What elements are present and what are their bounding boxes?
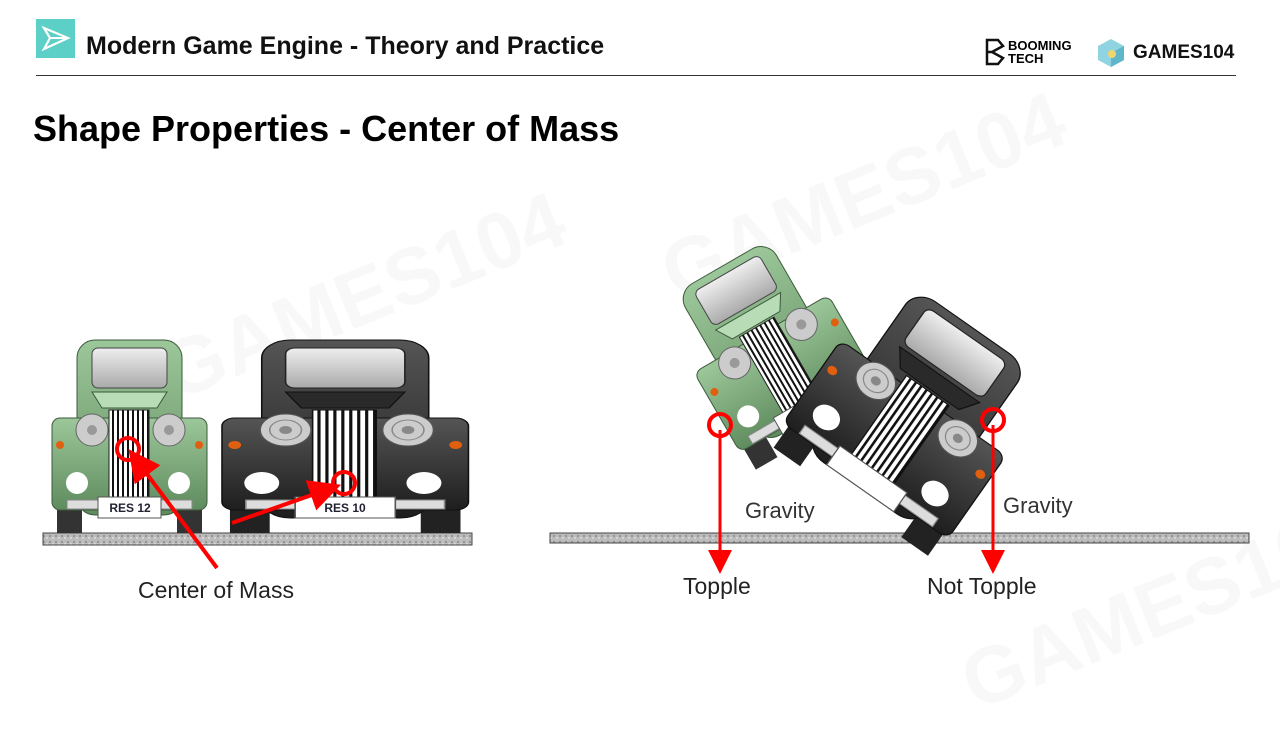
topple-label: Topple	[683, 573, 751, 599]
booming-tech-icon	[985, 38, 1005, 66]
center-of-mass-marker-1	[115, 436, 141, 462]
pointer-arrow-2	[231, 480, 342, 525]
booming-tech-logo: BOOMING TECH	[984, 38, 1088, 66]
booming-tech-text: BOOMING TECH	[1008, 38, 1072, 66]
ground-left	[42, 532, 473, 546]
car2-plate: RES 10	[324, 501, 366, 515]
gravity-label-1: Gravity	[745, 498, 815, 523]
gravity-label-2: Gravity	[1003, 493, 1073, 518]
not-topple-label: Not Topple	[927, 573, 1037, 599]
games104-cube-icon	[1095, 37, 1127, 74]
pointer-arrow-1	[128, 449, 219, 570]
games104-logo: GAMES104	[1133, 42, 1235, 63]
header-divider	[36, 75, 1236, 76]
slide-title: Shape Properties - Center of Mass	[33, 108, 620, 149]
center-of-mass-label: Center of Mass	[138, 577, 294, 603]
ground-right	[549, 532, 1250, 544]
header-title: Modern Game Engine - Theory and Practice	[86, 32, 605, 60]
slide-logo-icon	[36, 19, 75, 58]
car1-plate: RES 12	[109, 501, 151, 515]
